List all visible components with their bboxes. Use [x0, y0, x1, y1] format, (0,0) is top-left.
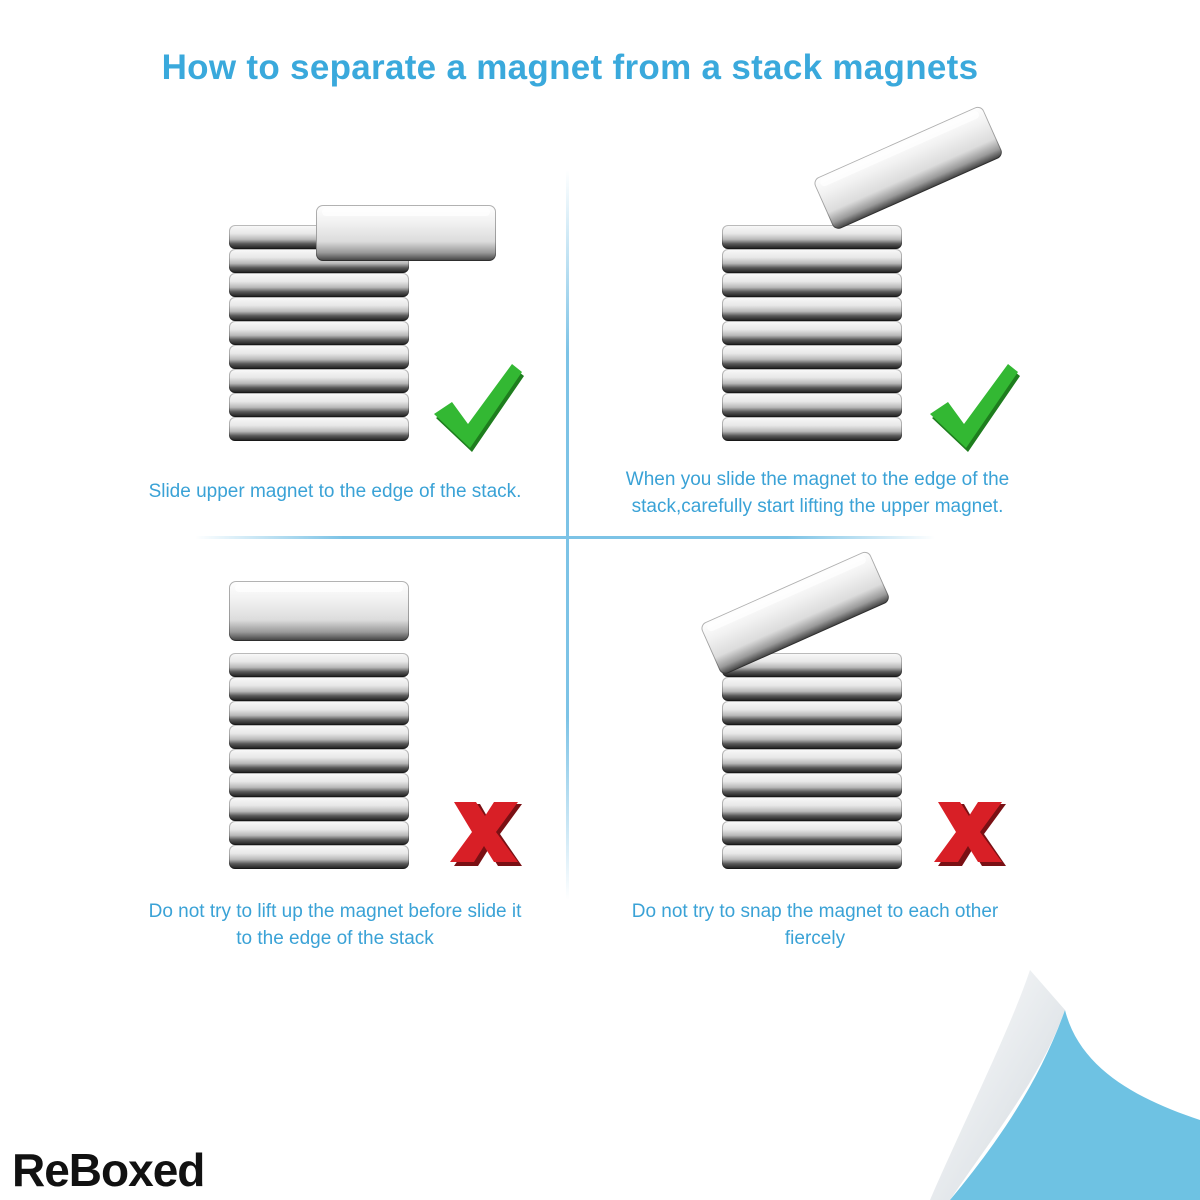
magnet-plate [229, 417, 409, 441]
magnet-plate [229, 653, 409, 677]
caption-panel-4: Do not try to snap the magnet to each ot… [631, 901, 999, 949]
green-check-icon [930, 364, 1020, 452]
magnet-plate [722, 417, 902, 441]
magnet-plate [722, 321, 902, 345]
magnet-plate [722, 225, 902, 249]
horizontal-divider [195, 536, 935, 539]
magnet-plate [722, 393, 902, 417]
magnet-plate [722, 297, 902, 321]
caption-panel-2: When you slide the magnet to the edge of… [625, 469, 1010, 517]
magnet-plate [229, 273, 409, 297]
top-magnet [229, 581, 409, 641]
magnet-plate [229, 749, 409, 773]
red-x-icon [934, 802, 1006, 866]
magnet-plate [722, 273, 902, 297]
caption-panel-3: Do not try to lift up the magnet before … [148, 901, 522, 949]
magnet-plate [229, 701, 409, 725]
magnet-plate [229, 773, 409, 797]
magnet-plate [722, 749, 902, 773]
red-x-icon [450, 802, 522, 866]
magnet-plate [229, 797, 409, 821]
magnet-plate [229, 321, 409, 345]
magnet-plate [229, 297, 409, 321]
magnet-plate [229, 345, 409, 369]
magnet-plate [722, 797, 902, 821]
top-magnet [316, 205, 496, 261]
reboxed-logo: ReBoxed [12, 1144, 205, 1196]
magnet-plate [722, 725, 902, 749]
magnet-plate [722, 845, 902, 869]
magnet-plate [722, 677, 902, 701]
magnet-plate [229, 725, 409, 749]
magnet-plate [722, 249, 902, 273]
page-curl-decoration [930, 970, 1200, 1200]
page-title: How to separate a magnet from a stack ma… [161, 48, 979, 87]
vertical-divider [566, 170, 569, 900]
magnet-plate [229, 677, 409, 701]
magnet-stack [722, 225, 902, 443]
magnet-plate [722, 369, 902, 393]
magnet-plate [229, 821, 409, 845]
magnet-plate [722, 821, 902, 845]
magnet-plate [229, 845, 409, 869]
top-magnet [812, 104, 1005, 231]
magnet-stack [722, 653, 902, 871]
magnet-stack [229, 653, 409, 871]
caption-panel-1: Slide upper magnet to the edge of the st… [148, 481, 522, 502]
magnet-plate [229, 393, 409, 417]
magnet-plate [722, 701, 902, 725]
magnet-plate [722, 345, 902, 369]
green-check-icon [434, 364, 524, 452]
magnet-plate [722, 773, 902, 797]
magnet-plate [229, 369, 409, 393]
